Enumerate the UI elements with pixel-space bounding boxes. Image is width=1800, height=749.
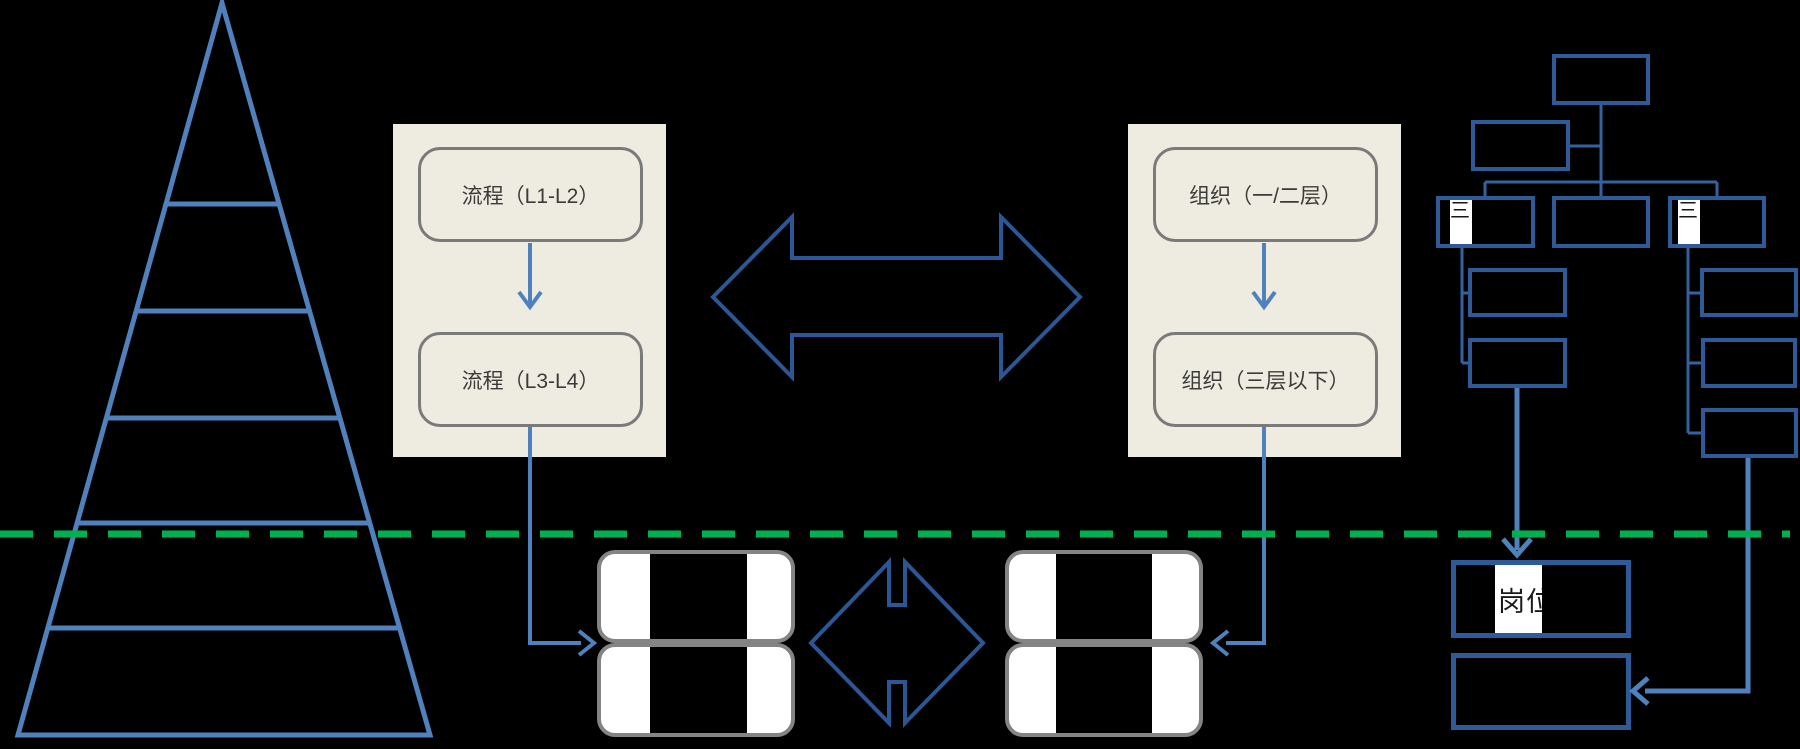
position-box-secondary	[1451, 653, 1631, 730]
process-to-card-connector-arrow	[528, 427, 598, 657]
org-card-bottom	[1005, 643, 1203, 737]
process-card-top	[597, 550, 795, 643]
process-box-l1-l2-label: 流程（L1-L2）	[461, 184, 600, 208]
orgchart-dept-right-highlight: 三	[1678, 200, 1700, 244]
orgchart-dept-left-highlight: 三	[1450, 200, 1472, 244]
orgpanel-to-card-connector-arrow	[1209, 427, 1266, 657]
process-box-l1-l2: 流程（L1-L2）	[418, 147, 643, 242]
orgchart-dept-left-glyph: 三	[1450, 200, 1470, 222]
orgchart-right-child-1-box	[1700, 268, 1798, 317]
orgchart-assistant-box	[1471, 120, 1570, 171]
process-card-top-center-band	[650, 554, 747, 639]
pyramid-outline	[14, 0, 434, 738]
orgchart-dept-middle-box	[1552, 196, 1650, 248]
orgchart-to-secondary-position-arrow	[1629, 458, 1751, 706]
hierarchy-pyramid	[14, 0, 434, 738]
orgchart-dept-right-box: 三	[1668, 196, 1766, 248]
org-card-top-center-band	[1056, 554, 1152, 639]
org-card-bottom-center-band	[1056, 647, 1152, 733]
process-box-l3-l4-label: 流程（L3-L4）	[461, 369, 600, 393]
orgchart-right-child-3-box	[1701, 408, 1798, 458]
process-org-double-arrow	[710, 212, 1083, 382]
org-card-top	[1005, 550, 1203, 643]
orgchart-left-child-1-box	[1468, 268, 1567, 317]
orgchart-left-child-2-box	[1468, 338, 1567, 388]
org-box-level-3-below: 组织（三层以下）	[1153, 332, 1378, 427]
org-box-level-1-2: 组织（一/二层）	[1153, 147, 1378, 242]
orgchart-dept-left-box: 三	[1436, 196, 1535, 248]
org-box-level-1-2-label: 组织（一/二层）	[1189, 184, 1342, 208]
position-box-highlight: 岗位	[1495, 565, 1542, 633]
orgchart-root-box	[1552, 54, 1650, 105]
position-box-label: 岗位	[1498, 586, 1542, 617]
process-box-l3-l4: 流程（L3-L4）	[418, 332, 643, 427]
orgchart-dept-right-glyph: 三	[1678, 200, 1698, 222]
card-match-double-arrow	[808, 557, 986, 728]
orgchart-to-position-arrow	[1501, 388, 1533, 559]
org-box-level-3-below-label: 组织（三层以下）	[1181, 369, 1350, 393]
process-card-bottom-center-band	[650, 647, 747, 733]
position-box: 岗位	[1451, 560, 1631, 638]
orgchart-right-child-2-box	[1701, 338, 1797, 388]
process-card-bottom	[597, 643, 795, 737]
